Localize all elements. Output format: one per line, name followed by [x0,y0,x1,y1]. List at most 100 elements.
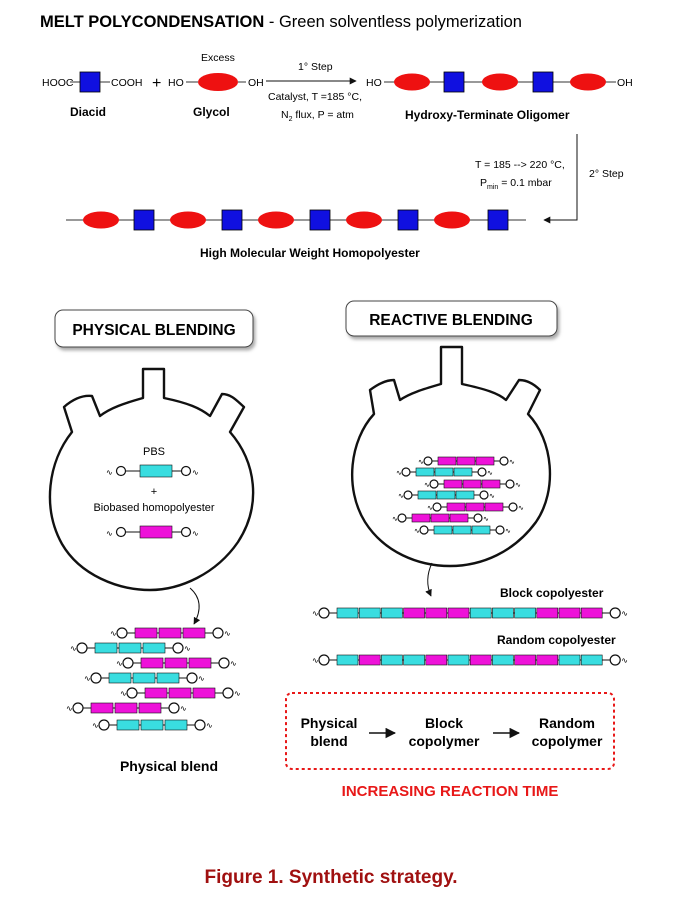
diacid-unit [221,209,243,231]
plus-sign: + [151,486,157,498]
ester-link [318,607,330,619]
ester-link [168,702,180,714]
ester-link [212,627,224,639]
ester-link [115,465,127,477]
oligomer-label: Hydroxy-Terminate Oligomer [405,108,570,122]
glycol-unit [170,211,206,229]
glycol-unit [258,211,294,229]
homopolyester-segment [469,654,492,666]
excess-label: Excess [201,52,235,64]
step1-label: 1° Step [298,61,333,73]
pbs-segment [447,654,470,666]
pbs-segment [118,642,142,654]
glycol-unit [83,211,119,229]
sequence-physical-blend-line2: blend [310,733,347,749]
ester-link [116,627,128,639]
glycol-right-group: OH [248,77,264,89]
glycol-unit [482,73,518,91]
ester-link [473,513,483,523]
homopolyester-segment [158,627,182,639]
chain-end: ∿ [509,459,515,466]
homopolyester-segment [140,657,164,669]
chain-end: ∿ [198,674,205,683]
homopolyester-segment [447,607,470,619]
chain-end: ∿ [312,656,319,665]
random-copolyester-label: Random copolyester [497,633,616,647]
glycol-unit [434,211,470,229]
diacid-unit [532,71,554,93]
chain-end: ∿ [487,470,493,477]
sequence-block-copolymer-line1: Block [425,715,463,731]
homopolyester-segment [536,654,559,666]
pbs-segment [433,525,453,535]
ester-link [115,526,127,538]
pbs-segment [132,672,156,684]
ester-link [609,607,621,619]
pbs-segment [452,525,472,535]
ester-link [180,526,192,538]
pbs-segment [514,607,536,619]
pbs-segment [492,607,514,619]
ester-link [508,502,518,512]
ester-link [126,687,138,699]
homopolyester-segment [580,607,603,619]
chain-end: ∿ [206,721,213,730]
chain-end: ∿ [92,721,99,730]
physical-blend-arrow [189,587,201,625]
chain-end: ∿ [483,516,489,523]
header-subtitle: - Green solventless polymerization [264,13,522,31]
glycol-unit [570,73,606,91]
ester-link [318,654,330,666]
pbs-segment [164,719,188,731]
homopolyester-segment [449,513,469,523]
ester-link [186,672,198,684]
homopolyester-segment [139,525,173,539]
homopolyester-segment [443,479,463,489]
ester-link [499,456,509,466]
pbs-segment [558,654,581,666]
pbs-segment [434,467,454,477]
chain-end: ∿ [234,689,241,698]
homopolyester-segment [465,502,485,512]
chain-end: ∿ [312,609,319,618]
ester-link [222,687,234,699]
glycol-label: Glycol [193,105,230,119]
chain-end: ∿ [518,505,524,512]
plus-sign: + [152,75,161,92]
step2-label: 2° Step [589,168,624,180]
random-copolyester-chain: ∿∿ [312,654,628,666]
pbs-segment [116,719,140,731]
homopolyester-segment [188,657,212,669]
pbs-chain: ∿ ∿ [106,464,199,478]
oligomer-right-group: OH [617,77,633,89]
homopolyester-segment [462,479,482,489]
chain-end: ∿ [396,470,402,477]
biobased-homopolyester-label: Biobased homopolyester [93,502,214,514]
pbs-segment [436,490,456,500]
chain-end: ∿ [184,644,191,653]
chain-end: ∿ [427,505,433,512]
block-copolyester-label: Block copolyester [500,586,604,600]
diacid-unit [309,209,331,231]
three-neck-flask [48,367,255,592]
chain-end: ∿ [106,468,113,477]
diacid-unit [443,71,465,93]
pbs-segment [336,654,359,666]
diacid-left-group: HOOC [42,77,74,89]
chain-end: ∿ [230,659,237,668]
diacid-unit [397,209,419,231]
pbs-segment [469,607,492,619]
pbs-segment [580,654,603,666]
physical-blend-chains: ∿∿∿∿∿∿∿∿∿∿∿∿∿∿ [66,627,241,731]
sequence-random-copolymer-line2: copolymer [532,733,603,749]
oligomer-left-group: HO [366,77,382,89]
high-mw-homopolyester: High Molecular Weight Homopolyester [66,209,526,260]
chain-end: ∿ [515,482,521,489]
diacid-unit [487,209,509,231]
chain-end: ∿ [70,644,77,653]
homopolyester-segment [114,702,138,714]
homopolyester-segment [430,513,450,523]
pbs-segment [139,464,173,478]
homopolyester-segment [90,702,114,714]
